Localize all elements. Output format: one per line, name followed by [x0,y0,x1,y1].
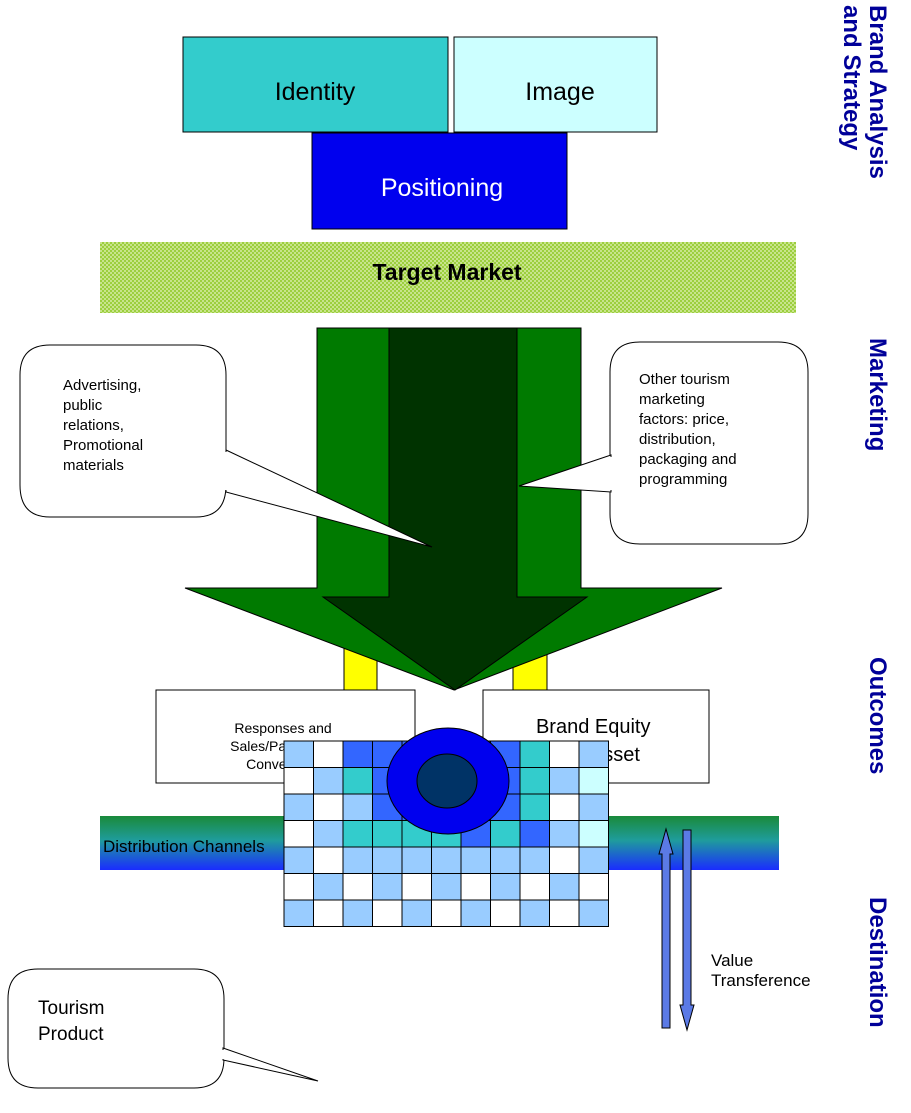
grid-cell [549,793,580,821]
image-label: Image [525,78,594,106]
grid-cell [549,767,580,795]
grid-cell [549,820,580,848]
grid-cell [431,899,462,927]
grid-cell [519,846,550,874]
value-up-arrow [658,827,674,1029]
grid-cell [313,846,344,874]
other-factors-callout [609,341,809,545]
grid-cell [283,767,314,795]
grid-cell [283,899,314,927]
grid-cell [460,846,491,874]
grid-cell [313,793,344,821]
tourism-product-callout [7,968,225,1089]
grid-cell [578,740,609,768]
grid-cell [372,820,403,848]
grid-cell [578,793,609,821]
value-transference-text: Value Transference [711,951,811,990]
grid-cell [342,740,373,768]
destination-core-inner [416,753,478,809]
tourism-product-pointer [222,1047,319,1082]
grid-cell [578,899,609,927]
other-factors-text: Other tourism marketing factors: price, … [639,371,741,488]
image-box [453,36,658,133]
grid-cell [549,873,580,901]
advertising-pointer-mask [224,452,227,490]
grid-cell [578,846,609,874]
grid-cell [549,846,580,874]
grid-cell [283,873,314,901]
grid-cell [578,767,609,795]
marketing-arrow-dark [321,327,589,691]
grid-cell [313,899,344,927]
grid-cell [342,846,373,874]
tourism-product-pointer-mask [221,1050,224,1059]
distribution-channels-label: Distribution Channels [103,837,265,856]
grid-cell [431,846,462,874]
identity-label: Identity [275,78,356,106]
grid-cell [549,740,580,768]
grid-cell [342,793,373,821]
grid-cell [283,846,314,874]
side-label-outcomes: Outcomes [864,657,891,774]
grid-cell [460,899,491,927]
grid-cell [490,899,521,927]
grid-cell [342,899,373,927]
grid-cell [372,873,403,901]
grid-cell [578,873,609,901]
grid-cell [490,820,521,848]
grid-cell [372,899,403,927]
target-market-band [100,242,796,313]
grid-cell [313,767,344,795]
positioning-label: Positioning [381,174,503,202]
target-market-label: Target Market [372,259,521,285]
advertising-text: Advertising, public relations, Promotion… [63,377,147,474]
grid-cell [578,820,609,848]
grid-cell [313,740,344,768]
grid-cell [401,899,432,927]
grid-cell [342,820,373,848]
grid-cell [283,793,314,821]
identity-box [182,36,449,133]
tourism-product-text: Tourism Product [38,998,110,1045]
grid-cell [519,793,550,821]
grid-cell [519,899,550,927]
side-label-brand-analysis: Brand Analysis and Strategy [838,5,891,186]
grid-cell [519,873,550,901]
grid-cell [490,873,521,901]
grid-cell [401,873,432,901]
grid-cell [519,820,550,848]
grid-cell [342,767,373,795]
value-down-arrow [679,829,695,1032]
grid-cell [401,846,432,874]
grid-cell [519,740,550,768]
grid-cell [283,740,314,768]
grid-cell [342,873,373,901]
grid-cell [490,846,521,874]
grid-cell [519,767,550,795]
grid-cell [549,899,580,927]
grid-cell [460,873,491,901]
side-label-destination: Destination [864,897,891,1028]
grid-cell [283,820,314,848]
grid-cell [372,846,403,874]
side-label-marketing: Marketing [864,338,891,451]
grid-cell [313,820,344,848]
positioning-box [311,132,568,230]
grid-cell [313,873,344,901]
grid-cell [431,873,462,901]
other-factors-pointer-mask [609,457,612,490]
